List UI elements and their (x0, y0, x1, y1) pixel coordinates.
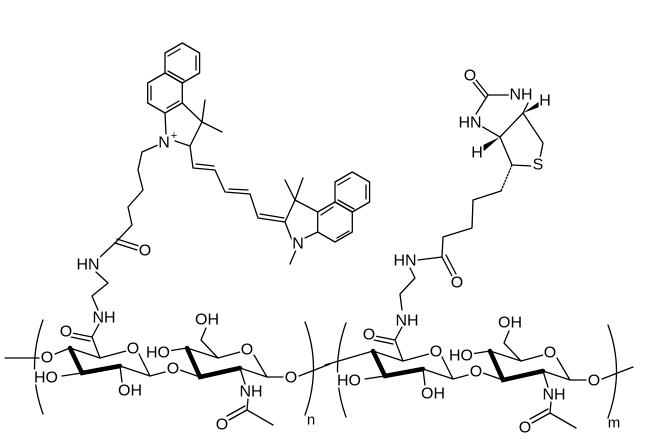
ring2-oh-label: OH (498, 315, 522, 332)
polyene-double-bonds (195, 163, 285, 219)
n-methyl (289, 249, 297, 265)
ring2-ho-label: HO (449, 348, 473, 365)
ring1-substituents (61, 365, 166, 383)
bracket-left (336, 322, 347, 418)
gem-dimethyl-2 (284, 177, 304, 201)
ring1-bold-bonds (370, 348, 426, 379)
hashed-bond (500, 164, 513, 192)
ring1-o-label: O (127, 341, 139, 358)
glycosidic-o-label: O (470, 364, 482, 381)
dye-ring-c (317, 201, 353, 243)
glycosidic-link-right (569, 366, 634, 381)
link-o-label: O (588, 373, 600, 390)
carbonyl-o-label: O (60, 324, 72, 341)
amide-nh-label: NH (92, 310, 115, 327)
carboxamide-bonds (70, 323, 101, 359)
acetamido-nh-label: NH (239, 384, 262, 401)
biotin-hn-label: HN (458, 115, 481, 132)
acetyl-o-label: O (519, 420, 531, 437)
biotin-h-right-label: H (539, 93, 551, 110)
repeat-count-label: n (307, 412, 315, 429)
ring2-bold-bonds (487, 348, 546, 383)
ring2-oh-label: OH (195, 312, 219, 329)
indolium-ring (164, 102, 203, 147)
valeryl-chain (441, 190, 502, 258)
acetamido-bonds (226, 367, 274, 426)
dye-ring-a-double-bonds (150, 85, 180, 109)
ring1-oh-label: OH (421, 386, 445, 403)
sulfur-label: S (533, 157, 544, 174)
dye-ring-b-double-bonds (167, 48, 197, 81)
amide-nh-label: NH (395, 313, 418, 330)
biotin: O NH H HN H S O HN (391, 66, 553, 311)
indoline-ring (284, 199, 319, 241)
dye-ring-c-double-bonds (320, 206, 350, 239)
biotin-amide-carbonyl (441, 254, 457, 277)
ureido-ring (475, 94, 529, 138)
bracket-right (607, 324, 618, 419)
dye-amide-hn-label: HN (76, 257, 99, 274)
polyene-chain (189, 145, 286, 223)
cyanine-dye: N + N O HN (74, 42, 371, 311)
glycosidic-link-right (266, 363, 331, 378)
dye-amide-o-label: O (139, 243, 151, 260)
glycosidic-o-label: O (167, 361, 179, 378)
ring2-ho-label: HO (146, 345, 170, 362)
ring1-ho-label: HO (337, 373, 361, 390)
hydroxymethyl-bond (200, 327, 219, 359)
repeat-count-label: m (608, 415, 621, 432)
biotin-amide-o-label: O (451, 275, 463, 292)
ring1-o-label: O (430, 344, 442, 361)
repeat-unit-n: O NH O HO OH O HO OH O NH O O n (32, 308, 331, 436)
ring1-ho-label: HO (34, 370, 58, 387)
carbonyl-o-label: O (363, 327, 375, 344)
biotin-ethylenediamine (399, 256, 443, 311)
amide-carbonyl (114, 238, 140, 251)
ring1-oh-label: OH (118, 383, 142, 400)
positive-charge-label: + (171, 130, 177, 142)
urea-o-label: O (464, 68, 476, 85)
wedge-bond-left (481, 137, 500, 151)
acetamido-nh-label: NH (542, 387, 565, 404)
urea-carbonyl (472, 79, 489, 98)
ring2-o-label: O (241, 342, 253, 359)
wedge-bond-right (523, 101, 542, 113)
hydroxymethyl-bond (503, 330, 522, 362)
inter-unit-bond (324, 350, 374, 366)
biotin-amide-hn-label: HN (393, 253, 416, 270)
ring2-o-label: O (544, 345, 556, 362)
ring2-bold-bonds (184, 345, 243, 380)
carboxamide-bonds (373, 326, 404, 362)
dye-ring-a (147, 72, 183, 114)
terminal-o-label: O (41, 350, 53, 367)
ethylenediamine-linker (91, 242, 116, 311)
biotin-h-left-label: H (471, 145, 483, 162)
dye-ring-d (334, 171, 371, 213)
polymer-left-terminus (4, 347, 71, 359)
bracket-right (304, 321, 315, 416)
indoline-n-label: N (292, 236, 304, 253)
bracket-left (33, 319, 44, 415)
repeat-unit-m: O NH O HO OH O HO OH O NH O O m (335, 311, 634, 439)
hexyl-linker (114, 144, 159, 244)
acetamido-bonds (529, 370, 577, 429)
dye-ring-d-double-bonds (337, 177, 367, 210)
link-o-label: O (285, 370, 297, 387)
ring1-bold-bonds (67, 345, 123, 376)
dye-ring-b (164, 42, 201, 84)
biotin-nh-label: NH (509, 87, 532, 104)
gem-dimethyl (201, 99, 223, 133)
indolium-n-label: N (158, 135, 170, 152)
acetyl-o-label: O (216, 417, 228, 434)
ring1-substituents (364, 368, 469, 386)
